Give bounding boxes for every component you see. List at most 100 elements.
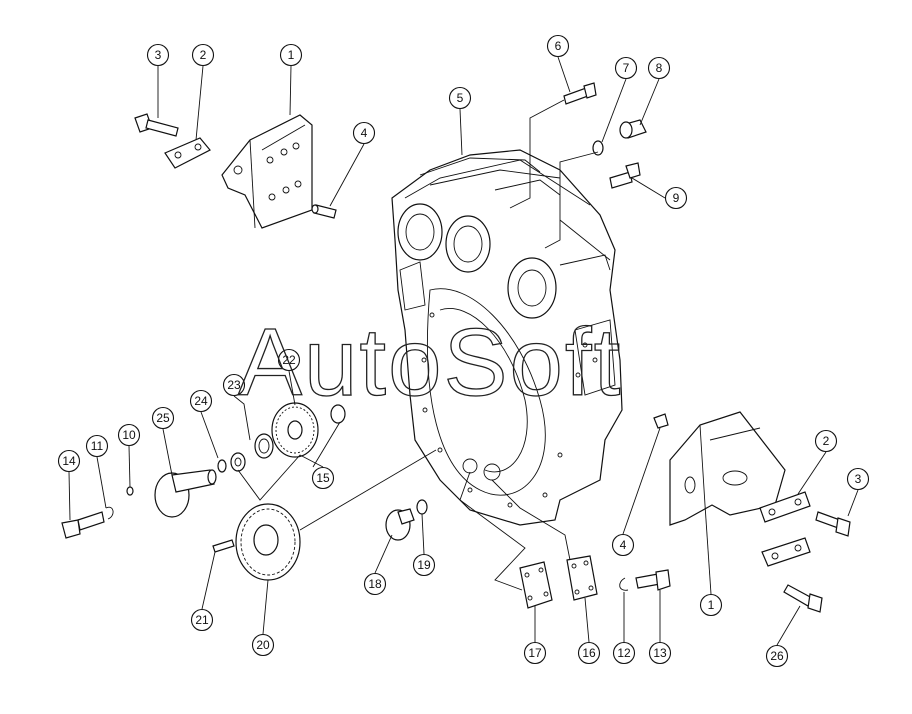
cover-17 (519, 561, 553, 609)
callout-15: 15 (311, 466, 335, 490)
callout-20: 20 (251, 633, 275, 657)
callout-1: 1 (279, 43, 303, 67)
washer-small (217, 459, 227, 473)
callout-circle (647, 56, 671, 80)
callout-number: 11 (91, 439, 104, 453)
callout-circle (190, 608, 214, 632)
callout-18: 18 (363, 572, 387, 596)
callout-circle (352, 121, 376, 145)
callout-circle (664, 186, 688, 210)
callout-circle (699, 593, 723, 617)
callout-circle (251, 633, 275, 657)
right-bolt (815, 511, 851, 537)
callout-5: 5 (448, 86, 472, 110)
callout-23: 23 (222, 373, 246, 397)
dowel-pin-right (653, 413, 669, 429)
callout-number: 6 (555, 39, 562, 53)
washer-7 (592, 140, 604, 156)
callout-7: 7 (614, 56, 638, 80)
callout-25: 25 (151, 406, 175, 430)
callout-circle (189, 389, 213, 413)
callout-17: 17 (523, 641, 547, 665)
callout-circle (311, 466, 335, 490)
callout-number: 9 (673, 191, 680, 205)
callout-number: 26 (770, 649, 784, 663)
callout-10: 10 (117, 423, 141, 447)
callout-circle (279, 43, 303, 67)
callout-number: 1 (288, 48, 295, 62)
callout-9: 9 (664, 186, 688, 210)
callout-14: 14 (57, 449, 81, 473)
callout-13: 13 (648, 641, 672, 665)
leader-lines (68, 56, 859, 646)
callout-22: 22 (277, 348, 301, 372)
pin-21 (212, 539, 235, 553)
callout-number: 2 (823, 434, 830, 448)
left-bolt (134, 113, 179, 137)
callout-number: 25 (156, 411, 170, 425)
callout-number: 17 (528, 646, 542, 660)
callout-circle (523, 641, 547, 665)
callout-number: 4 (361, 126, 368, 140)
dowel-pin-left (311, 204, 337, 219)
callout-number: 7 (623, 61, 630, 75)
callout-circle (611, 533, 635, 557)
bolt-9 (609, 162, 641, 189)
callout-number: 8 (656, 61, 663, 75)
callout-circle (277, 348, 301, 372)
callout-3: 3 (846, 467, 870, 491)
lock-washer-12 (619, 577, 629, 591)
callout-6: 6 (546, 34, 570, 58)
callout-number: 19 (417, 558, 431, 572)
plug-18 (385, 508, 415, 541)
bolt-14 (61, 511, 105, 539)
washer-19 (416, 499, 428, 515)
gear-20 (235, 503, 301, 581)
callout-circle (846, 467, 870, 491)
callout-21: 21 (190, 608, 214, 632)
callout-number: 13 (653, 646, 667, 660)
left-mounting-bracket (221, 114, 313, 229)
callout-circle (448, 86, 472, 110)
bearing-23 (254, 433, 274, 459)
callout-circle (546, 34, 570, 58)
bolt-6 (563, 82, 597, 105)
callout-number: 1 (708, 598, 715, 612)
watermark-text: AutoSoft (238, 309, 622, 416)
callout-number: 4 (620, 538, 627, 552)
callout-2: 2 (191, 43, 215, 67)
callout-circle (85, 434, 109, 458)
callout-circle (222, 373, 246, 397)
left-lock-plate (164, 137, 211, 169)
callout-3: 3 (146, 43, 170, 67)
callout-number: 10 (122, 428, 136, 442)
callout-circle (612, 641, 636, 665)
callout-11: 11 (85, 434, 109, 458)
callout-26: 26 (765, 644, 789, 668)
callout-24: 24 (189, 389, 213, 413)
cover-16 (566, 555, 598, 601)
callout-12: 12 (612, 641, 636, 665)
callout-4: 4 (352, 121, 376, 145)
callout-circle (648, 641, 672, 665)
washer-24 (230, 452, 246, 472)
callout-1: 1 (699, 593, 723, 617)
callout-8: 8 (647, 56, 671, 80)
callout-circle (814, 429, 838, 453)
callout-circle (146, 43, 170, 67)
callout-number: 18 (368, 577, 382, 591)
shaft-25 (154, 469, 217, 518)
callout-number: 5 (457, 91, 464, 105)
callout-circle (191, 43, 215, 67)
callout-circle (151, 406, 175, 430)
right-lock-plate-upper (759, 491, 811, 523)
callout-number: 12 (617, 646, 631, 660)
callout-circle (577, 641, 601, 665)
callout-number: 24 (194, 394, 208, 408)
callout-number: 14 (62, 454, 76, 468)
callout-circle (765, 644, 789, 668)
callout-16: 16 (577, 641, 601, 665)
callout-number: 15 (316, 471, 330, 485)
